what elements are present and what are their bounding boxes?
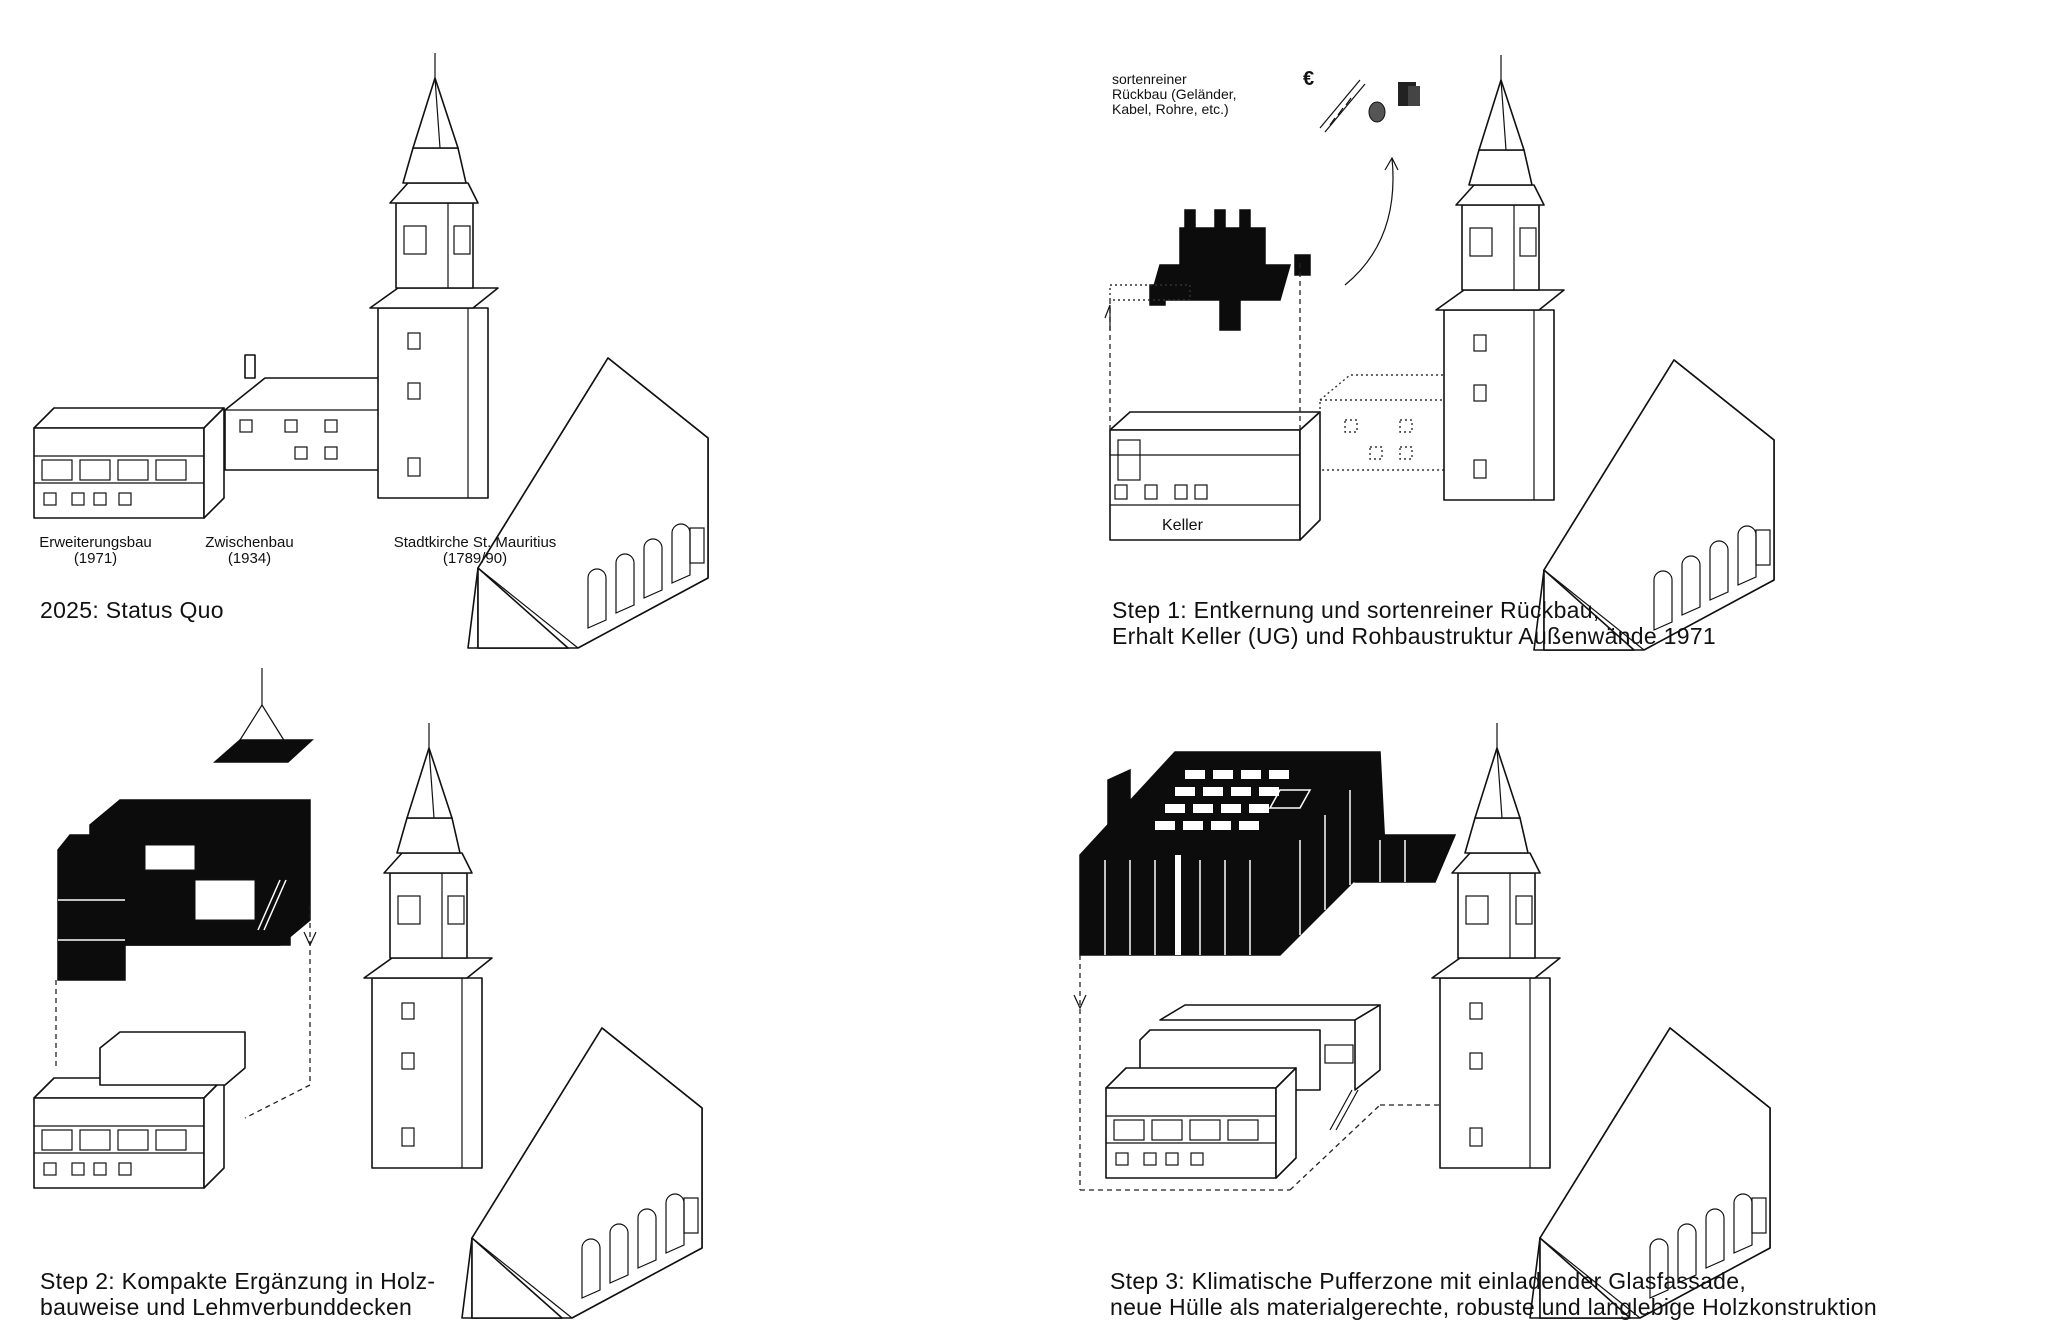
church-step3 xyxy=(1431,722,1771,1319)
label-stadtkirche-year: (1789/90) xyxy=(442,550,508,567)
label-zwischenbau-year: (1934) xyxy=(227,550,272,567)
label-erweiterungsbau-year: (1971) xyxy=(73,550,118,567)
keller-step3 xyxy=(1105,1067,1297,1179)
new-envelope-black xyxy=(1079,751,1457,956)
caption-step3-line2: neue Hülle als materialgerechte, robuste… xyxy=(1110,1294,1877,1320)
keller-step2 xyxy=(33,1077,225,1189)
caption-step3: Step 3: Klimatische Pufferzone mit einla… xyxy=(1110,1268,1877,1320)
erweiterungsbau-1971 xyxy=(33,407,225,519)
church-step2 xyxy=(363,722,703,1319)
note-line-2: Rückbau (Geländer, xyxy=(1112,86,1237,102)
caption-status-quo: 2025: Status Quo xyxy=(40,597,224,623)
caption-step3-line1: Step 3: Klimatische Pufferzone mit einla… xyxy=(1110,1268,1747,1294)
label-erweiterungsbau-name: Erweiterungsbau xyxy=(39,534,152,551)
note-line-3: Kabel, Rohre, etc.) xyxy=(1112,101,1229,117)
label-stadtkirche: Stadtkirche St. Mauritius (1789/90) xyxy=(370,535,580,567)
note-sortenreiner-rueckbau: sortenreiner Rückbau (Geländer, Kabel, R… xyxy=(1112,72,1237,117)
panel-step2 xyxy=(33,668,703,1319)
panel-step3 xyxy=(1073,722,1771,1319)
removed-interior-parts xyxy=(1109,209,1311,331)
caption-step2-line2: bauweise und Lehmverbunddecken xyxy=(40,1294,413,1320)
label-zwischenbau: Zwischenbau (1934) xyxy=(192,535,307,567)
label-erweiterungsbau: Erweiterungsbau (1971) xyxy=(28,535,163,567)
caption-step1-line2: Erhalt Keller (UG) und Rohbaustruktur Au… xyxy=(1112,623,1717,649)
recycled-materials-icons xyxy=(1319,79,1420,133)
panel-step1 xyxy=(1104,54,1775,651)
note-line-1: sortenreiner xyxy=(1112,71,1187,87)
wood-addition-black xyxy=(57,799,311,981)
caption-step1: Step 1: Entkernung und sortenreiner Rück… xyxy=(1112,597,1716,649)
church-step1 xyxy=(1435,54,1775,651)
panel-status-quo xyxy=(33,52,709,649)
label-keller: Keller xyxy=(1162,517,1203,534)
keller-basement xyxy=(1109,411,1321,541)
label-stadtkirche-name: Stadtkirche St. Mauritius xyxy=(393,534,557,551)
zwischenbau-1934 xyxy=(224,354,381,471)
euro-icon: € xyxy=(1303,68,1315,90)
caption-step2-line1: Step 2: Kompakte Ergänzung in Holz- xyxy=(40,1268,436,1294)
label-zwischenbau-name: Zwischenbau xyxy=(205,534,294,551)
caption-step2: Step 2: Kompakte Ergänzung in Holz- bauw… xyxy=(40,1268,435,1320)
crane-deck-element xyxy=(213,668,314,763)
caption-step1-line1: Step 1: Entkernung und sortenreiner Rück… xyxy=(1112,597,1600,623)
